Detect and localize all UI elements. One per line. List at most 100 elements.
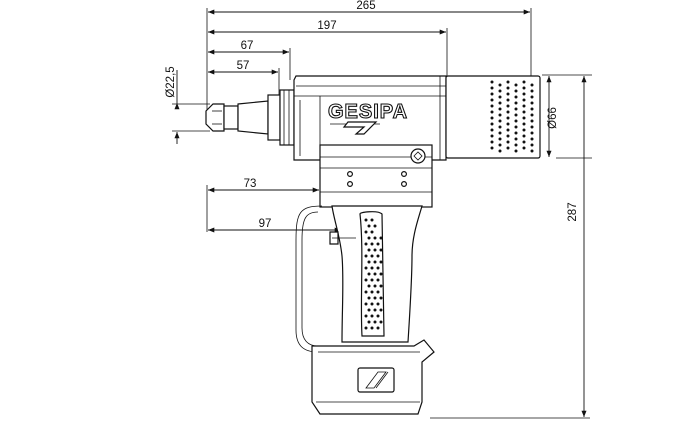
nose-piece [205, 89, 295, 146]
knurl-dot [514, 83, 518, 87]
knurl-dot [514, 95, 518, 99]
grip-dot [379, 236, 383, 240]
knurl-dot [514, 119, 518, 123]
knurl-dot [506, 122, 510, 126]
grip-dot [376, 254, 380, 258]
grip-dot [367, 248, 371, 252]
knurl-dot [498, 89, 502, 93]
dimension-labels: 265 197 67 57 73 97 Ø22,5 Ø66 287 [165, 0, 579, 230]
grip-dot [370, 326, 374, 330]
knurl-dot [498, 125, 502, 129]
knurl-dot [514, 131, 518, 135]
knurl-dot [514, 143, 518, 147]
grip-dot [373, 296, 377, 300]
grip-dot [379, 284, 383, 288]
grip-dot [364, 230, 368, 234]
grip-dot [373, 236, 377, 240]
grip-dot [367, 224, 371, 228]
knurl-dot [490, 92, 494, 96]
knurl-dot [522, 140, 526, 144]
dimension-lines [174, 9, 587, 417]
extension-lines [172, 8, 592, 419]
knurl-dot [530, 125, 534, 129]
grip-dot [379, 260, 383, 264]
grip-dot [367, 296, 371, 300]
grip-dot [367, 272, 371, 276]
dim-handle-offset-1: 73 [244, 178, 257, 190]
dim-nose-length-2: 57 [237, 60, 250, 72]
knurl-dot [506, 116, 510, 120]
knurl-dot [514, 101, 518, 105]
knurl-dot [530, 101, 534, 105]
knurl-dot [514, 107, 518, 111]
knurl-dot [506, 86, 510, 90]
grip-dot [370, 230, 374, 234]
grip-dot [376, 290, 380, 294]
grip-dot [379, 248, 383, 252]
knurl-dot [498, 137, 502, 141]
grip-dot [373, 308, 377, 312]
grip-dot [370, 266, 374, 270]
grip-dot [373, 260, 377, 264]
grip-dot [376, 278, 380, 282]
knurl-dot [490, 98, 494, 102]
grip-dot [376, 302, 380, 306]
grip-dot [367, 260, 371, 264]
logo-swoosh [342, 121, 378, 135]
handle [329, 205, 423, 343]
knurl-dot [514, 89, 518, 93]
hanger-loop [295, 205, 323, 353]
knurl-dot [522, 122, 526, 126]
grip-dot [376, 266, 380, 270]
knurl-dot [506, 98, 510, 102]
main-housing: GESIPA [293, 75, 447, 161]
grip-dot [370, 254, 374, 258]
grip-dot [364, 254, 368, 258]
knurl-dot [522, 80, 526, 84]
knurl-dot [506, 80, 510, 84]
grip-dot [364, 266, 368, 270]
knurl-dot [498, 131, 502, 135]
grip-dot [373, 284, 377, 288]
grip-dot [364, 290, 368, 294]
knurl-dot [490, 116, 494, 120]
knurl-dot [498, 149, 502, 153]
knurl-dot [498, 101, 502, 105]
knurl-dot [506, 128, 510, 132]
dim-handle-offset-2: 97 [259, 218, 272, 230]
grip-dot [367, 284, 371, 288]
knurl-dot [490, 140, 494, 144]
knurl-dot [490, 122, 494, 126]
grip-dot [364, 278, 368, 282]
knurl-dot [498, 107, 502, 111]
grip-dot [367, 308, 371, 312]
grip-dot-pattern [364, 218, 383, 330]
knurl-dot [490, 146, 494, 150]
grip-dot [364, 302, 368, 306]
grip-dot [376, 314, 380, 318]
grip-dot [364, 314, 368, 318]
head-cylinder [445, 75, 541, 159]
knurl-dot [506, 104, 510, 108]
knurl-dot [514, 137, 518, 141]
knurl-dot [522, 92, 526, 96]
knurl-dot [522, 134, 526, 138]
knurl-dot [490, 134, 494, 138]
battery-label-plate [357, 367, 395, 393]
knurl-dot [490, 104, 494, 108]
knurl-dot [506, 134, 510, 138]
knurl-dot [498, 95, 502, 99]
grip-dot [373, 272, 377, 276]
grip-dot [370, 278, 374, 282]
knurl-dot [490, 86, 494, 90]
knurl-dot [490, 80, 494, 84]
grip-dot [364, 326, 368, 330]
knurl-dot [522, 146, 526, 150]
grip-dot [376, 326, 380, 330]
dim-nose-diameter: Ø22,5 [165, 66, 177, 97]
knurl-dot [522, 110, 526, 114]
grip-dot [379, 272, 383, 276]
grip-dot [370, 302, 374, 306]
